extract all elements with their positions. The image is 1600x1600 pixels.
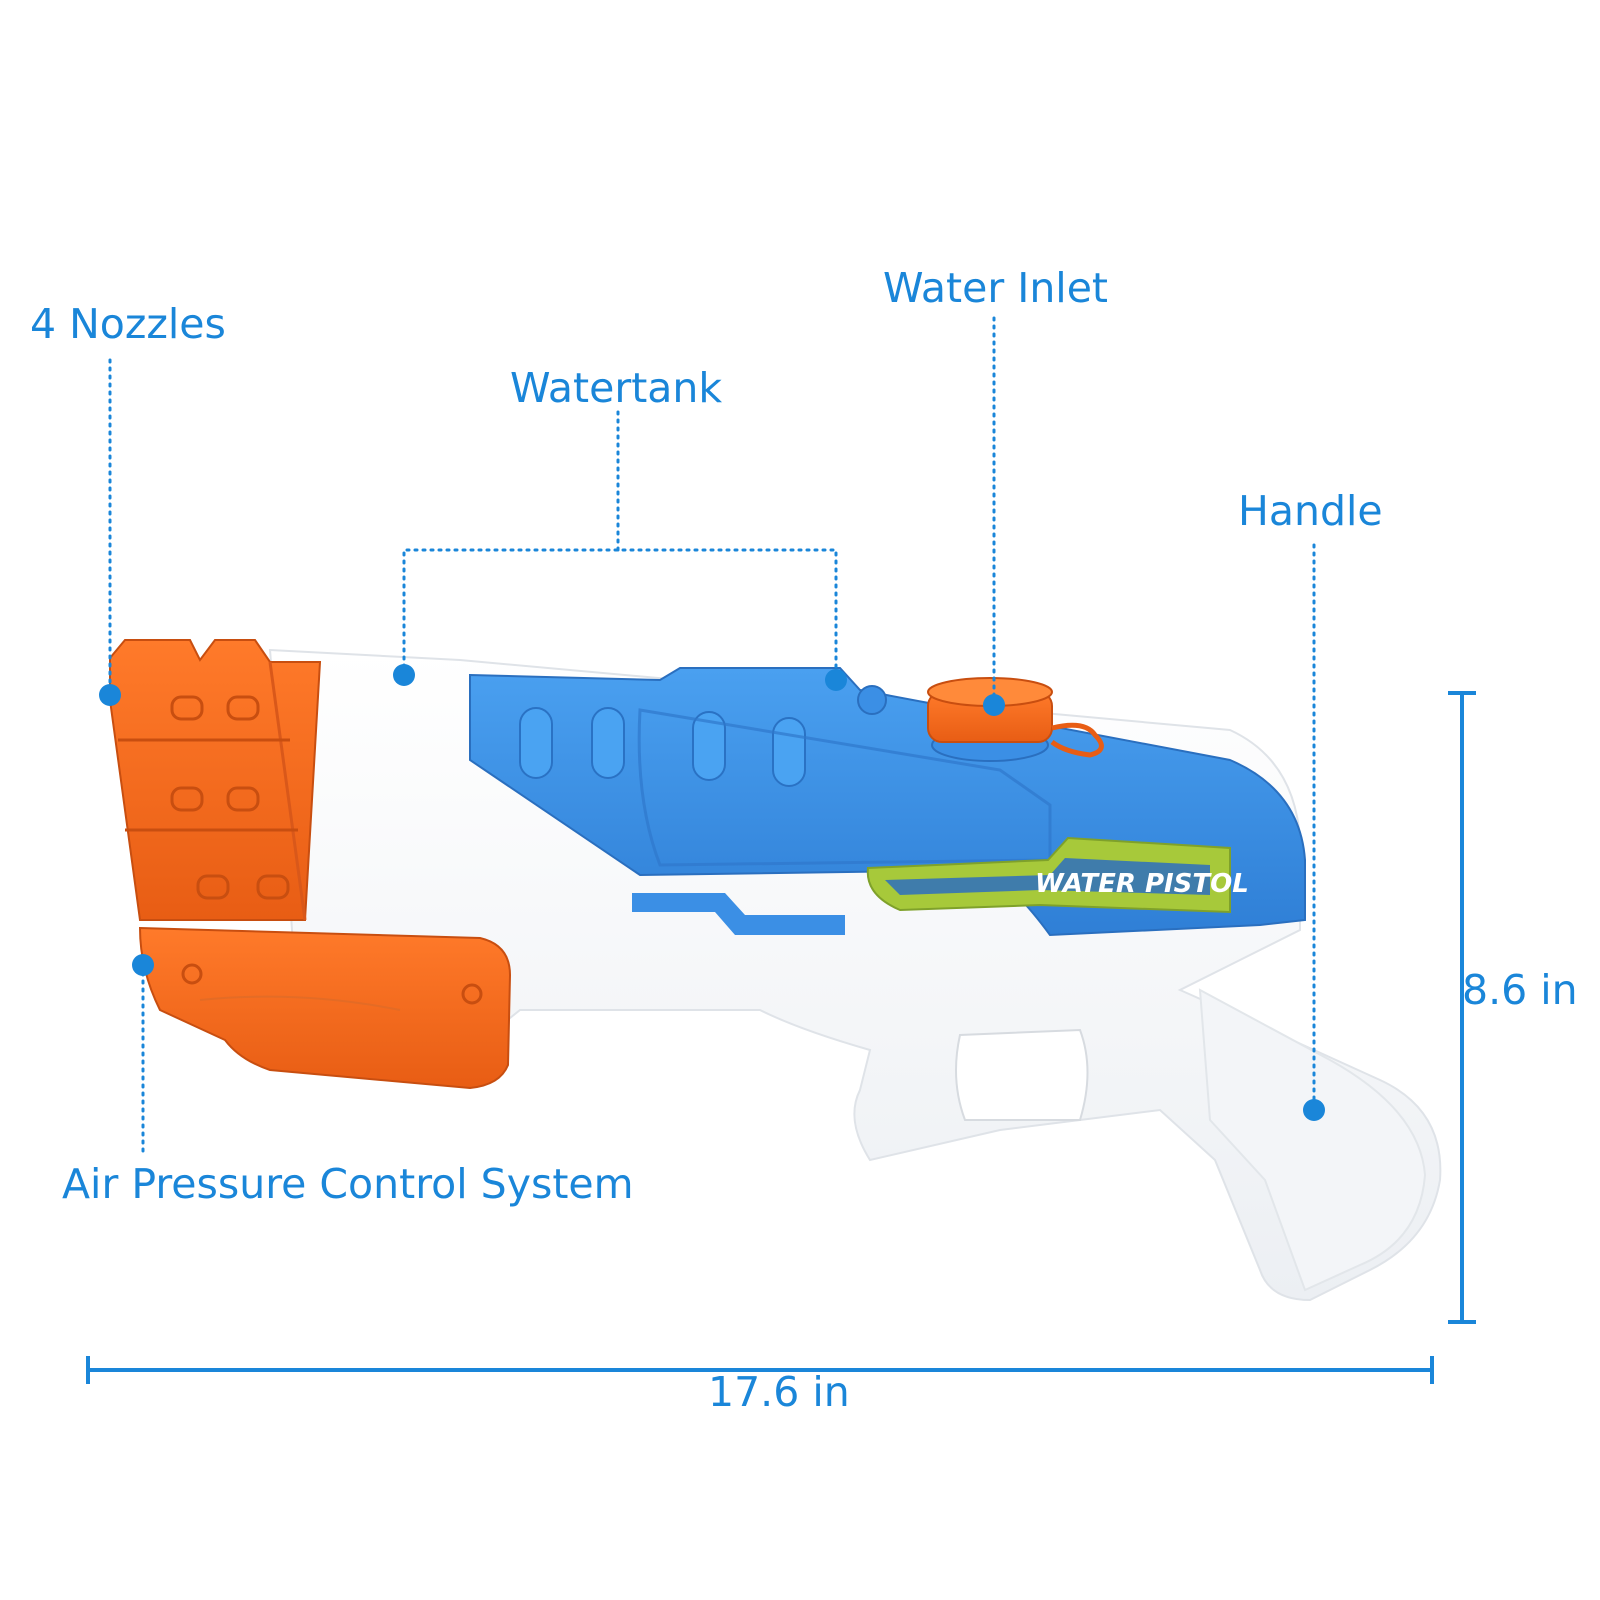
decal-band xyxy=(866,836,1231,914)
length-label: 17.6 in xyxy=(708,1368,850,1416)
water-inlet-label: Water Inlet xyxy=(883,264,1108,312)
decal-text: WATER PISTOL xyxy=(1035,869,1249,899)
blue-rail xyxy=(632,893,845,935)
height-dimension xyxy=(1448,691,1476,1324)
handle-grip xyxy=(1198,988,1427,1292)
tank-ridge xyxy=(637,708,1052,867)
nozzles-label: 4 Nozzles xyxy=(30,300,226,348)
trigger-guard xyxy=(955,1028,1089,1121)
pump-handle xyxy=(138,926,512,1090)
height-label: 8.6 in xyxy=(1462,966,1578,1014)
air-pressure-label: Air Pressure Control System xyxy=(62,1160,634,1208)
handle-label: Handle xyxy=(1238,487,1383,535)
watertank-label: Watertank xyxy=(510,364,723,412)
callout-dots xyxy=(99,664,1325,1121)
water-inlet-cap xyxy=(927,677,1104,762)
leader-lines xyxy=(108,316,1316,1157)
nozzle-head xyxy=(109,639,322,921)
tank-knob xyxy=(857,685,887,715)
length-dimension xyxy=(86,1356,1434,1384)
